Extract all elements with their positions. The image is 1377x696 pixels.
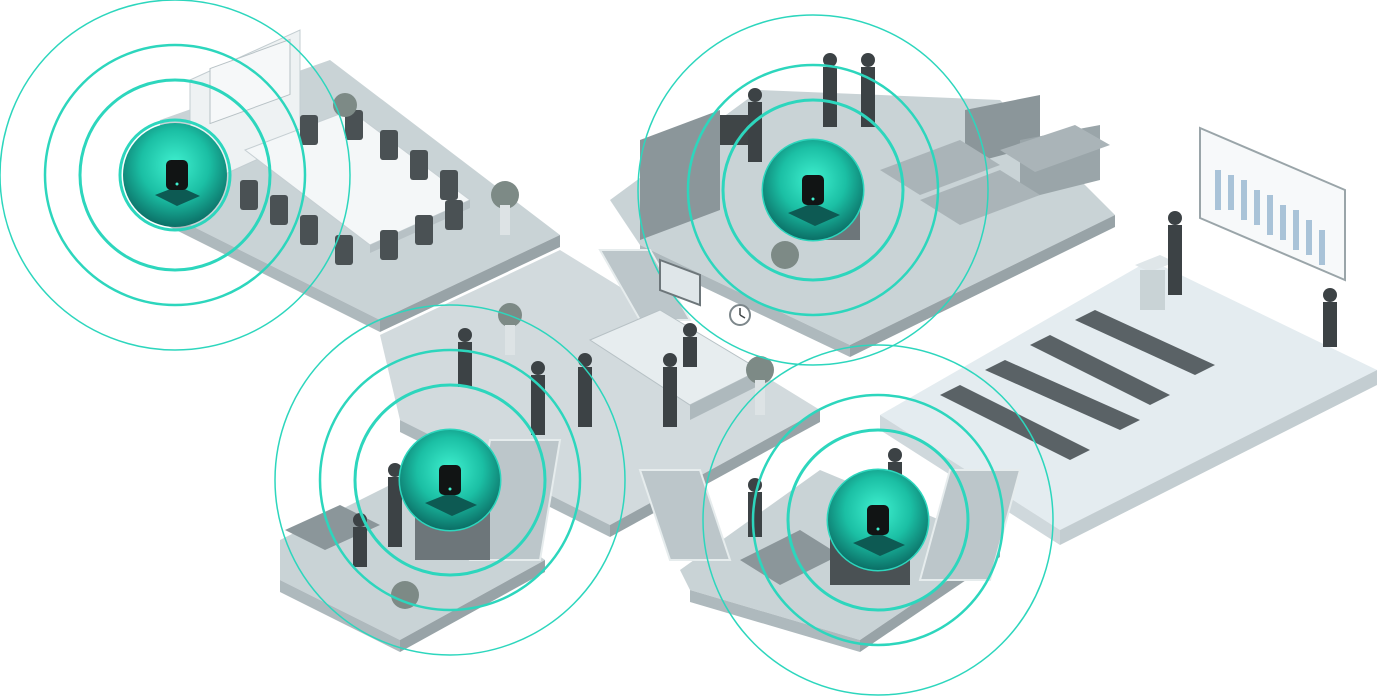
access-point-open-office: [763, 140, 863, 240]
wall-clock-icon: [729, 304, 751, 326]
presentation-screen: [1199, 126, 1346, 282]
device-led-icon: [876, 527, 880, 531]
device-led-icon: [448, 487, 452, 491]
access-point-conference: [123, 123, 227, 227]
device-led-icon: [175, 182, 179, 186]
lecture-seating: [940, 310, 1215, 460]
access-point-small-office-left: [400, 430, 500, 530]
device-led-icon: [811, 197, 815, 201]
access-point-small-office-right: [828, 470, 928, 570]
office-chairs: [240, 110, 463, 265]
floor-edge-conference: [160, 210, 380, 332]
floor-lecture-hall: [880, 260, 1377, 530]
people: [353, 53, 1337, 567]
wall-monitor-icon: [659, 258, 701, 307]
lecture-podium: [1135, 255, 1175, 310]
